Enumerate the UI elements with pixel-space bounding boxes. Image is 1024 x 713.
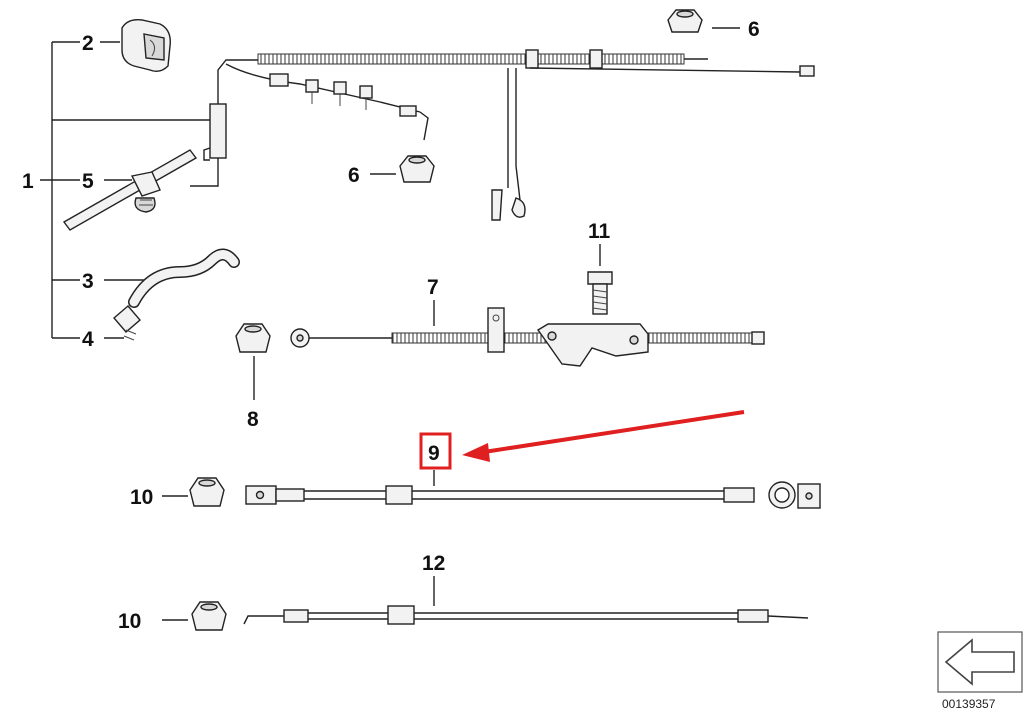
callout-9: 9 bbox=[428, 442, 440, 465]
callout-8: 8 bbox=[247, 408, 259, 431]
part-7-cable bbox=[290, 300, 765, 367]
diagram-id: 00139357 bbox=[942, 697, 996, 711]
harness-clip-row bbox=[305, 79, 373, 110]
arrow-left-icon bbox=[944, 638, 1015, 686]
callout-4: 4 bbox=[82, 328, 94, 351]
callout-3: 3 bbox=[82, 270, 94, 293]
callout-6-middle: 6 bbox=[348, 164, 360, 187]
part-12-cable bbox=[243, 576, 809, 625]
part-10-nut-upper bbox=[162, 477, 225, 507]
part-10-nut-lower bbox=[162, 601, 227, 631]
part-9-battery-cable bbox=[245, 470, 821, 509]
part-8-nut bbox=[235, 323, 271, 400]
part-6-nut-top bbox=[667, 9, 740, 33]
callout-2: 2 bbox=[82, 32, 94, 55]
part-3-hose bbox=[104, 248, 240, 333]
callout-12: 12 bbox=[422, 552, 445, 575]
part-2-clip bbox=[100, 18, 171, 73]
part-4-connector bbox=[104, 329, 137, 341]
callout-10-lower: 10 bbox=[118, 610, 141, 633]
callout-6-top: 6 bbox=[748, 18, 760, 41]
group-bracket-1 bbox=[40, 41, 210, 339]
part-11-bolt bbox=[587, 244, 613, 315]
callout-10-upper: 10 bbox=[130, 486, 153, 509]
part-6-nut-middle bbox=[370, 155, 435, 183]
highlight-box-9 bbox=[419, 432, 452, 470]
callout-5: 5 bbox=[82, 170, 94, 193]
callout-11: 11 bbox=[588, 220, 611, 243]
nav-back-button[interactable] bbox=[937, 631, 1023, 693]
callout-7: 7 bbox=[427, 276, 439, 299]
wiring-harness-upper bbox=[190, 49, 815, 221]
part-5-cable-tie bbox=[62, 149, 198, 231]
callout-1: 1 bbox=[22, 170, 34, 193]
highlight-arrow bbox=[462, 410, 745, 462]
